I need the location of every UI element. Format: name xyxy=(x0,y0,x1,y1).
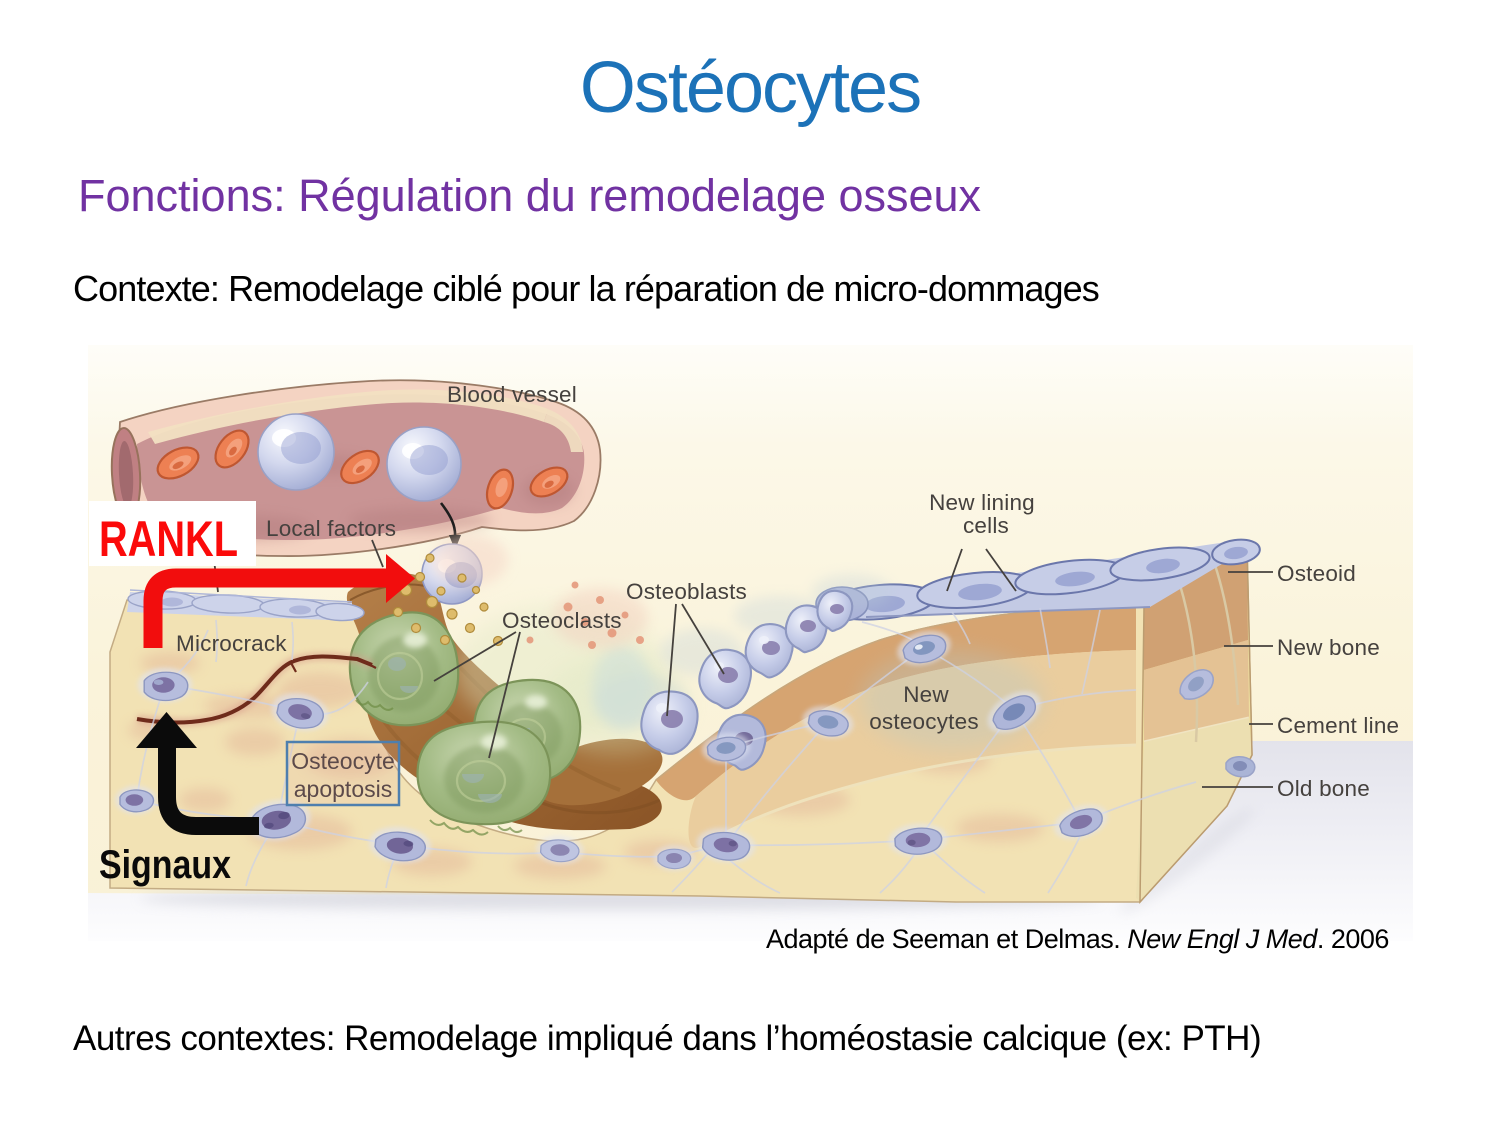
svg-text:Old bone: Old bone xyxy=(1277,776,1370,801)
svg-text:Signaux: Signaux xyxy=(99,843,231,887)
svg-text:Osteoblasts: Osteoblasts xyxy=(626,579,747,604)
svg-text:RANKL: RANKL xyxy=(99,511,238,567)
svg-text:Local factors: Local factors xyxy=(266,516,396,541)
svg-text:New: New xyxy=(903,682,949,707)
svg-text:cells: cells xyxy=(963,513,1009,538)
svg-text:Osteoclasts: Osteoclasts xyxy=(502,608,622,633)
svg-text:Microcrack: Microcrack xyxy=(176,631,287,656)
svg-text:Osteoid: Osteoid xyxy=(1277,561,1356,586)
svg-text:New bone: New bone xyxy=(1277,635,1380,660)
svg-text:Blood vessel: Blood vessel xyxy=(447,382,577,407)
svg-text:Cement line: Cement line xyxy=(1277,713,1399,738)
svg-text:apoptosis: apoptosis xyxy=(294,776,392,802)
svg-text:osteocytes: osteocytes xyxy=(869,709,979,734)
svg-text:New lining: New lining xyxy=(929,490,1035,515)
svg-text:Osteocyte: Osteocyte xyxy=(291,748,395,774)
